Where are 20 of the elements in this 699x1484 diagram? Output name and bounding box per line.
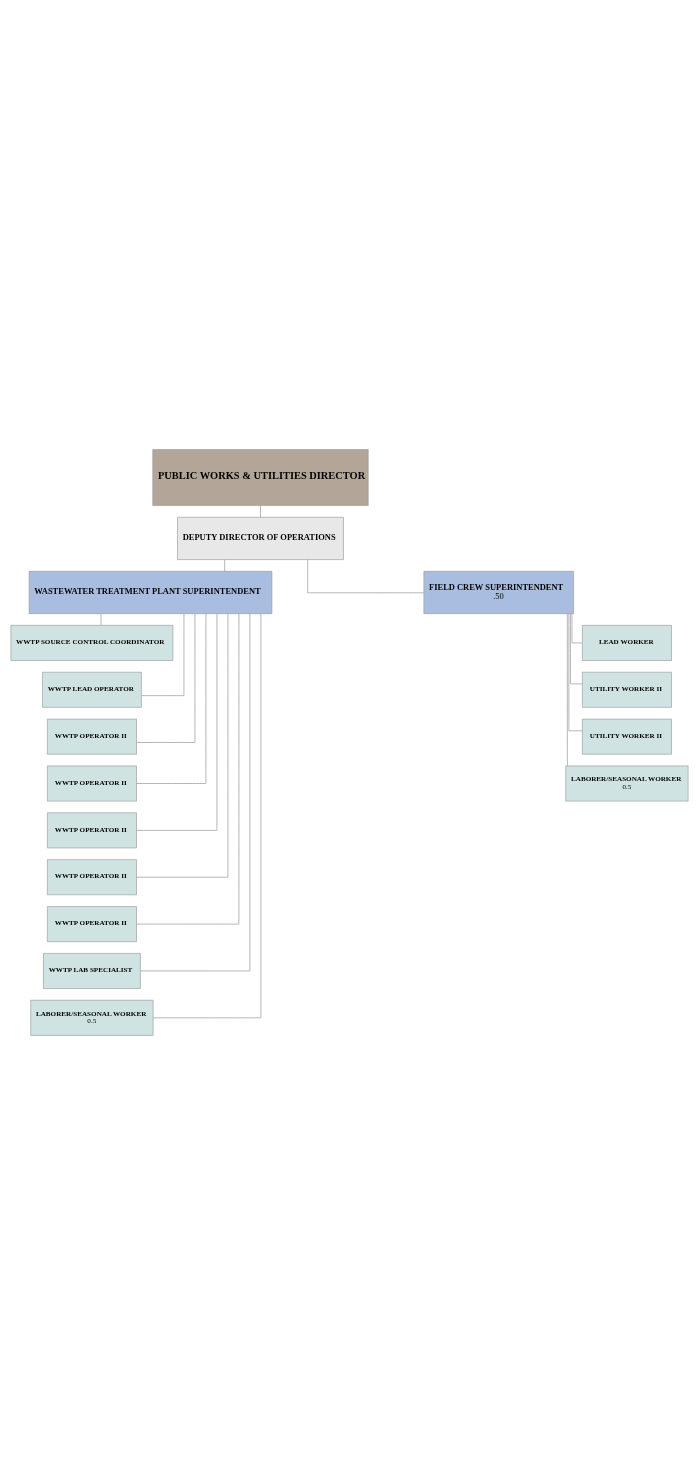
connector <box>100 613 102 626</box>
connector <box>152 612 262 1018</box>
connector <box>141 612 185 696</box>
node-box: FIELD CREW SUPERINTENDENT .50 <box>423 570 574 614</box>
node-box: DEPUTY DIRECTOR OF OPERATIONS <box>177 516 344 560</box>
connector <box>307 558 425 593</box>
connector <box>260 504 261 518</box>
connector <box>570 612 583 684</box>
connector <box>568 612 583 731</box>
node-box: PUBLIC WORKS & UTILITIES DIRECTOR <box>152 448 369 506</box>
connector <box>571 613 583 643</box>
connector <box>136 612 218 831</box>
connector <box>566 612 568 766</box>
connector <box>136 612 196 743</box>
node-box: WASTEWATER TREATMENT PLANT SUPERINTENDENT <box>28 570 273 614</box>
connector <box>224 558 226 572</box>
connector <box>140 612 251 971</box>
connector <box>136 612 207 784</box>
connector <box>136 612 229 878</box>
connector <box>136 612 240 924</box>
